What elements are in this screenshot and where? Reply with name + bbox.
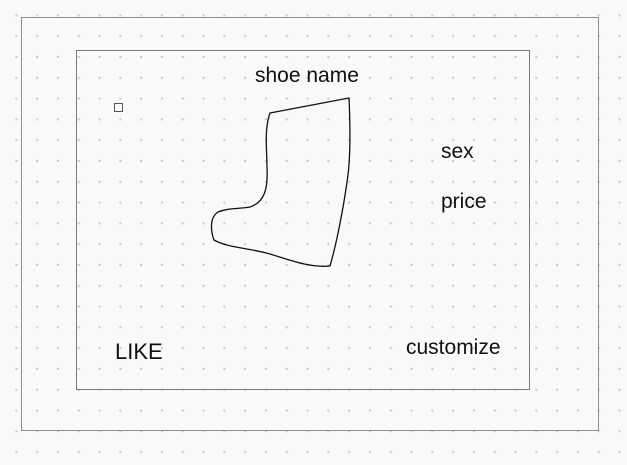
product-card <box>76 50 530 390</box>
outer-frame <box>21 17 599 431</box>
customize-button[interactable]: customize <box>406 336 501 359</box>
product-title: shoe name <box>255 64 359 87</box>
price-label: price <box>441 190 487 213</box>
like-button[interactable]: LIKE <box>115 339 163 364</box>
checkbox-icon[interactable] <box>114 103 123 112</box>
sex-label: sex <box>441 140 474 163</box>
